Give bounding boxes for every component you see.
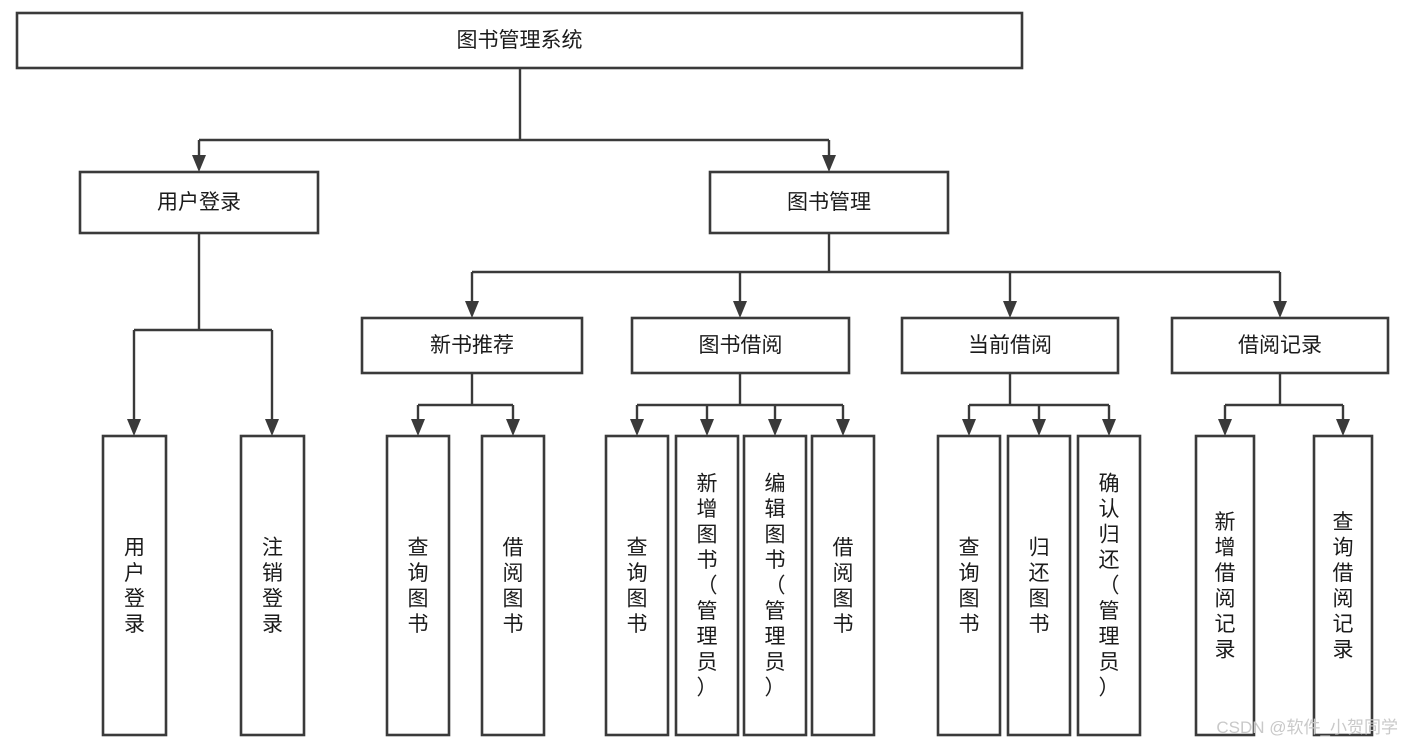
leaf-node-9-label: 归还图书	[1029, 536, 1050, 636]
level2-node-1-box[interactable]	[708, 170, 950, 235]
level3-node-3-label: 借阅记录	[1238, 334, 1322, 357]
leaf-node-12-label: 查询借阅记录	[1333, 511, 1354, 662]
arrow-head-icon	[1032, 419, 1046, 436]
arrow-head-icon	[465, 301, 479, 318]
leaf-node-1[interactable]: 注销登录	[239, 434, 306, 737]
root-node-tushu-guanli-xitong[interactable]: 图书管理系统	[15, 11, 1024, 70]
leaf-node-1-box[interactable]	[239, 434, 306, 737]
level2-node-1[interactable]: 图书管理	[708, 170, 950, 235]
leaf-node-7[interactable]: 借阅图书	[810, 434, 876, 737]
leaf-node-8-box[interactable]	[936, 434, 1002, 737]
level2-node-1-label: 图书管理	[787, 191, 871, 214]
arrow-head-icon	[1336, 419, 1350, 436]
nodes-layer: 图书管理系统用户登录图书管理新书推荐图书借阅当前借阅借阅记录用户登录注销登录查询…	[15, 11, 1390, 737]
arrow-head-icon	[265, 419, 279, 436]
leaf-node-0-label: 用户登录	[124, 536, 145, 636]
leaf-node-6-box[interactable]	[742, 434, 808, 737]
arrow-head-icon	[1273, 301, 1287, 318]
arrow-head-icon	[700, 419, 714, 436]
root-node-tushu-guanli-xitong-box[interactable]	[15, 11, 1024, 70]
leaf-node-5[interactable]: 新增图书（管理员）	[674, 434, 740, 737]
level3-node-3-box[interactable]	[1170, 316, 1390, 375]
leaf-node-9-box[interactable]	[1006, 434, 1072, 737]
leaf-node-3-label: 借阅图书	[503, 536, 524, 636]
leaf-node-1-label: 注销登录	[262, 536, 283, 636]
level2-node-0-label: 用户登录	[157, 191, 241, 214]
leaf-node-5-box[interactable]	[674, 434, 740, 737]
arrow-head-icon	[822, 155, 836, 172]
leaf-node-12[interactable]: 查询借阅记录	[1312, 434, 1374, 737]
arrow-head-icon	[1218, 419, 1232, 436]
leaf-node-9[interactable]: 归还图书	[1006, 434, 1072, 737]
leaf-node-3-box[interactable]	[480, 434, 546, 737]
leaf-node-0[interactable]: 用户登录	[101, 434, 168, 737]
leaf-node-11-box[interactable]	[1194, 434, 1256, 737]
root-node-tushu-guanli-xitong-label: 图书管理系统	[457, 29, 583, 52]
leaf-node-6[interactable]: 编辑图书（管理员）	[742, 434, 808, 737]
arrow-head-icon	[411, 419, 425, 436]
level3-node-2-box[interactable]	[900, 316, 1120, 375]
arrow-head-icon	[630, 419, 644, 436]
arrow-head-icon	[962, 419, 976, 436]
leaf-node-2-label: 查询图书	[408, 536, 429, 636]
leaf-node-4-box[interactable]	[604, 434, 670, 737]
leaf-node-10-box[interactable]	[1076, 434, 1142, 737]
leaf-node-4-label: 查询图书	[627, 536, 648, 636]
leaf-node-7-box[interactable]	[810, 434, 876, 737]
leaf-node-2[interactable]: 查询图书	[385, 434, 451, 737]
leaf-node-3[interactable]: 借阅图书	[480, 434, 546, 737]
leaf-node-5-label: 新增图书（管理员）	[697, 473, 718, 700]
leaf-node-11-label: 新增借阅记录	[1215, 511, 1236, 662]
arrow-head-icon	[1102, 419, 1116, 436]
level3-node-2-label: 当前借阅	[968, 334, 1052, 357]
level3-node-3[interactable]: 借阅记录	[1170, 316, 1390, 375]
level3-node-1-label: 图书借阅	[699, 334, 783, 357]
leaf-node-8-label: 查询图书	[959, 536, 980, 636]
level2-node-0-box[interactable]	[78, 170, 320, 235]
leaf-node-6-label: 编辑图书（管理员）	[765, 473, 786, 700]
arrow-head-icon	[768, 419, 782, 436]
leaf-node-10[interactable]: 确认归还（管理员）	[1076, 434, 1142, 737]
leaf-node-2-box[interactable]	[385, 434, 451, 737]
leaf-node-0-box[interactable]	[101, 434, 168, 737]
leaf-node-10-label: 确认归还（管理员）	[1099, 473, 1120, 700]
leaf-node-7-label: 借阅图书	[833, 536, 854, 636]
level2-node-0[interactable]: 用户登录	[78, 170, 320, 235]
level3-node-0-label: 新书推荐	[430, 334, 514, 357]
arrow-head-icon	[127, 419, 141, 436]
arrow-head-icon	[506, 419, 520, 436]
csdn-watermark: CSDN @软件_小贺同学	[1216, 718, 1398, 737]
connectors-layer	[127, 68, 1350, 436]
level3-node-1[interactable]: 图书借阅	[630, 316, 851, 375]
level3-node-2[interactable]: 当前借阅	[900, 316, 1120, 375]
arrow-head-icon	[733, 301, 747, 318]
leaf-node-4[interactable]: 查询图书	[604, 434, 670, 737]
leaf-node-12-box[interactable]	[1312, 434, 1374, 737]
arrow-head-icon	[1003, 301, 1017, 318]
level3-node-1-box[interactable]	[630, 316, 851, 375]
leaf-node-11[interactable]: 新增借阅记录	[1194, 434, 1256, 737]
level3-node-0-box[interactable]	[360, 316, 584, 375]
leaf-node-8[interactable]: 查询图书	[936, 434, 1002, 737]
arrow-head-icon	[836, 419, 850, 436]
level3-node-0[interactable]: 新书推荐	[360, 316, 584, 375]
arrow-head-icon	[192, 155, 206, 172]
